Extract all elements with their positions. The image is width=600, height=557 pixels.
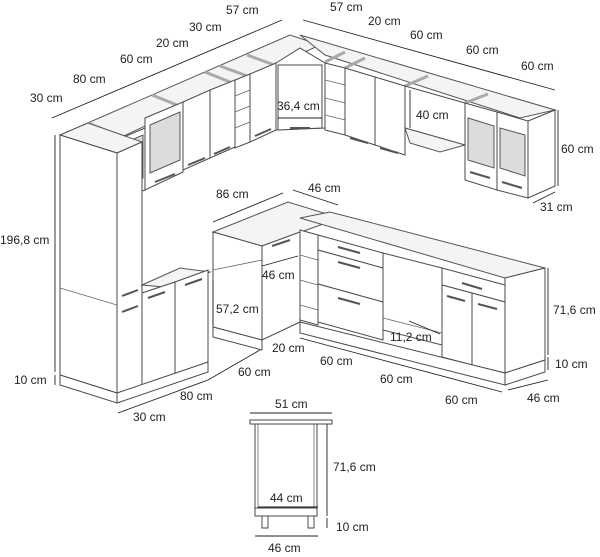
dim-label: 20 cm [368, 14, 401, 28]
plinth-right-label: 10 cm [555, 357, 588, 371]
oven-gap-label: 11,2 cm [390, 330, 432, 344]
corner-base-width-label: 86 cm [216, 187, 249, 201]
upper-flap-height-label: 40 cm [416, 108, 449, 122]
upper-cabinets-right-run [299, 34, 557, 199]
base-height-label: 71,6 cm [553, 303, 596, 317]
dim-label: 60 cm [466, 43, 499, 57]
dim-label: 60 cm [410, 28, 443, 42]
base-cabinets-left-run [59, 267, 212, 404]
dim-label: 20 cm [272, 341, 305, 355]
plinth-left-label: 10 cm [14, 373, 47, 387]
dim-label: 60 cm [445, 393, 478, 407]
dim-label: 60 cm [320, 354, 353, 368]
dim-label: 30 cm [30, 91, 63, 105]
dim-label: 60 cm [521, 59, 554, 73]
corner-door-height-label: 57,2 cm [216, 302, 259, 316]
base-depth-label: 46 cm [527, 391, 560, 405]
corner-inner-depth-label: 46 cm [262, 268, 295, 282]
dim-label: 57 cm [330, 0, 363, 14]
tall-cabinet [58, 122, 144, 394]
dim-label: 60 cm [380, 372, 413, 386]
corner-base-depth-label: 46 cm [308, 181, 341, 195]
upper-depth-label: 31 cm [540, 200, 573, 214]
section-base-width-label: 46 cm [268, 541, 301, 555]
dim-label: 30 cm [189, 20, 222, 34]
dim-label: 30 cm [133, 410, 166, 424]
upper-corner-cabinet [275, 47, 326, 131]
tall-height-label: 196,8 cm [0, 233, 50, 247]
upper-corner-width-label: 36,4 cm [277, 99, 320, 113]
section-height-label: 71,6 cm [333, 460, 376, 474]
section-view [249, 412, 333, 537]
dim-label: 80 cm [180, 389, 213, 403]
base-corner-cabinet [211, 201, 342, 351]
section-inner-width-label: 44 cm [270, 491, 303, 505]
dim-label: 60 cm [238, 365, 271, 379]
dim-label: 60 cm [120, 52, 153, 66]
upper-height-label: 60 cm [561, 142, 594, 156]
dimension-lines [51, 19, 559, 414]
base-cabinets-right-run [299, 211, 546, 386]
section-top-width-label: 51 cm [275, 397, 308, 411]
dim-label: 57 cm [226, 3, 259, 17]
section-plinth-label: 10 cm [336, 520, 369, 534]
dim-label: 80 cm [73, 72, 106, 86]
dim-label: 20 cm [156, 36, 189, 50]
